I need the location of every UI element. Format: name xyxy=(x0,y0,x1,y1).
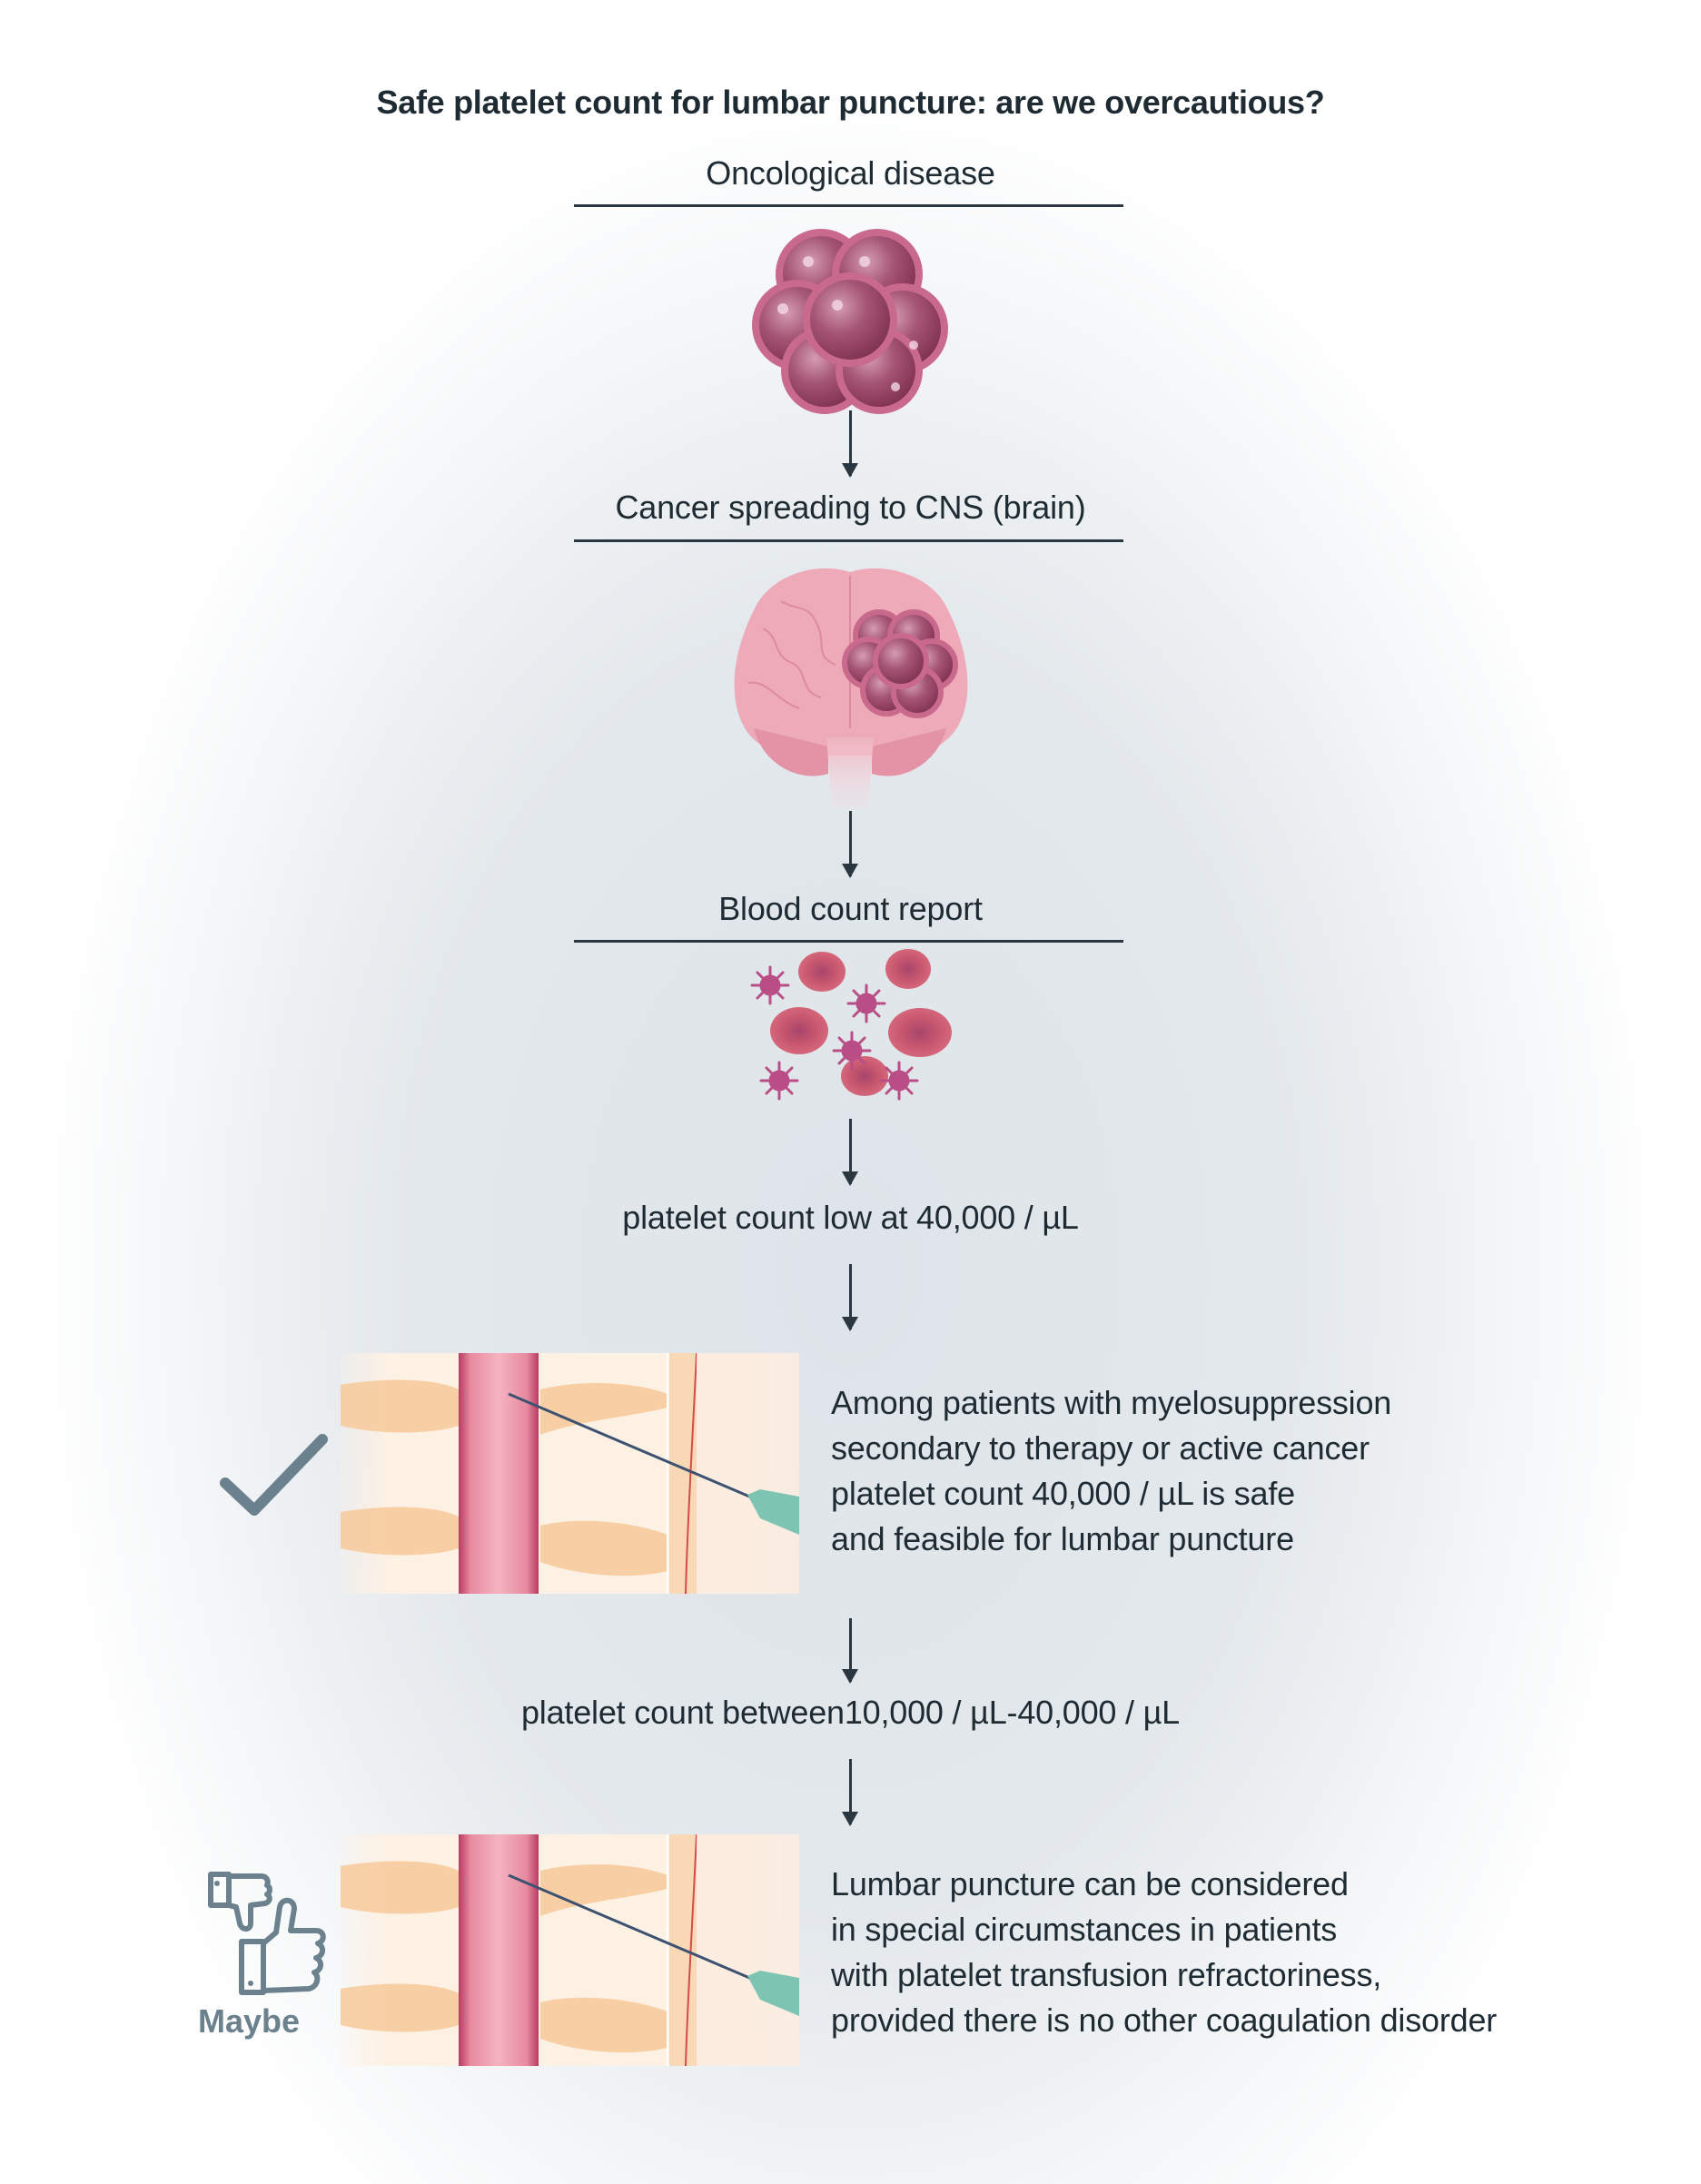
needle-hub xyxy=(747,1971,799,2016)
platelet xyxy=(879,1061,919,1101)
step-label-oncological: Oncological disease xyxy=(706,154,995,192)
platelet xyxy=(832,1031,872,1071)
platelet xyxy=(846,983,886,1023)
red-blood-cell xyxy=(885,949,931,989)
red-blood-cell xyxy=(798,952,846,992)
needle xyxy=(508,1873,755,1981)
flow-arrow xyxy=(842,811,858,878)
step-divider xyxy=(574,539,1123,542)
checkmark-icon xyxy=(220,1434,328,1516)
maybe-label: Maybe xyxy=(198,2002,301,2040)
platelet xyxy=(750,965,790,1005)
flow-arrow xyxy=(842,1264,858,1331)
flow-arrow xyxy=(842,1618,858,1684)
flow-arrow xyxy=(842,1119,858,1186)
step-divider xyxy=(574,204,1123,207)
safe-outcome-text: Among patients with myelosuppression sec… xyxy=(831,1384,1392,1557)
spinal-cord xyxy=(459,1353,539,1594)
flow-arrow xyxy=(842,410,858,478)
lumbar-puncture-illustration xyxy=(341,1833,799,2067)
spinal-cord xyxy=(459,1834,539,2066)
tumor-cells xyxy=(752,229,948,414)
red-blood-cell xyxy=(770,1007,828,1054)
brain-with-tumor-illustration xyxy=(734,568,968,808)
blood-cells-illustration xyxy=(750,949,952,1101)
red-blood-cell xyxy=(888,1008,952,1057)
tumor-cell xyxy=(803,272,897,367)
platelet xyxy=(759,1061,799,1101)
flow-arrow xyxy=(842,1759,858,1826)
figure-title: Safe platelet count for lumbar puncture:… xyxy=(376,84,1325,121)
maybe-outcome-text: Lumbar puncture can be considered in spe… xyxy=(831,1865,1498,2039)
tumor-cluster-illustration xyxy=(752,229,948,414)
thumbs-up-down-icon xyxy=(208,1872,326,1995)
step-divider xyxy=(574,940,1123,943)
needle-hub xyxy=(747,1489,799,1535)
step-label-blood-count: Blood count report xyxy=(718,890,983,927)
needle xyxy=(508,1392,755,1500)
lumbar-puncture-illustration xyxy=(341,1352,799,1595)
step-label-cns: Cancer spreading to CNS (brain) xyxy=(615,489,1086,526)
step-label-low-count: platelet count low at 40,000 / µL xyxy=(622,1199,1079,1236)
step-label-between-count: platelet count between10,000 / µL-40,000… xyxy=(520,1694,1180,1731)
